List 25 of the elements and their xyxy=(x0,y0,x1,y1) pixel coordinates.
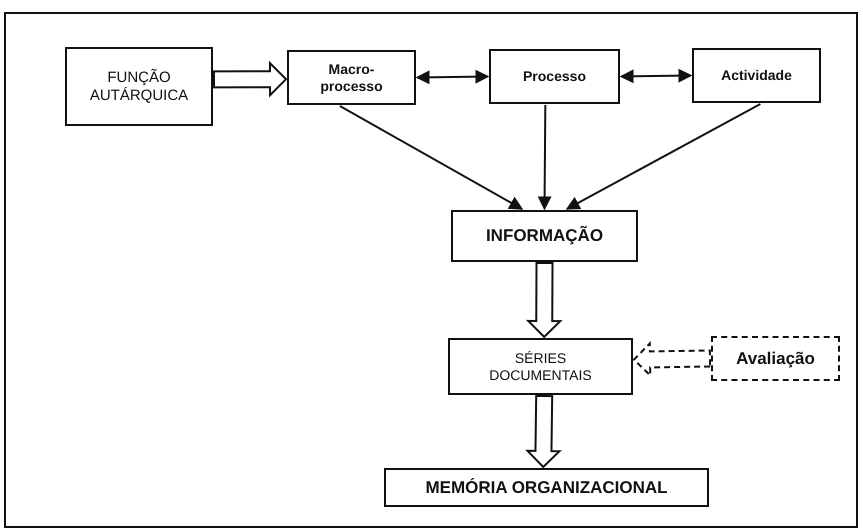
information-box xyxy=(451,210,638,262)
block-arrow xyxy=(632,341,712,378)
series-box xyxy=(448,338,633,395)
node-label: Processo xyxy=(522,68,586,85)
block-arrow xyxy=(212,60,288,98)
node-label: Avaliação xyxy=(736,348,815,368)
arrow xyxy=(339,105,524,210)
arrow xyxy=(566,103,761,210)
double-arrow xyxy=(620,68,692,84)
node-label: FUNÇÃO AUTÁRQUICA xyxy=(88,69,190,104)
double-arrow xyxy=(416,70,490,84)
node-label: INFORMAÇÃO xyxy=(486,226,604,246)
process-box xyxy=(489,49,620,104)
arrow xyxy=(538,105,552,210)
evaluation-box xyxy=(711,336,840,381)
node-label: SÉRIES DOCUMENTAIS xyxy=(489,350,592,383)
process-box xyxy=(692,48,821,103)
memory-box xyxy=(384,468,709,507)
function-box xyxy=(65,47,213,126)
node-label: MEMÓRIA ORGANIZACIONAL xyxy=(425,478,668,498)
block-arrow xyxy=(525,394,562,468)
process-box xyxy=(287,50,416,105)
node-label: Actividade xyxy=(721,67,792,84)
node-label: Macro-processo xyxy=(319,61,384,94)
block-arrow xyxy=(526,262,563,338)
